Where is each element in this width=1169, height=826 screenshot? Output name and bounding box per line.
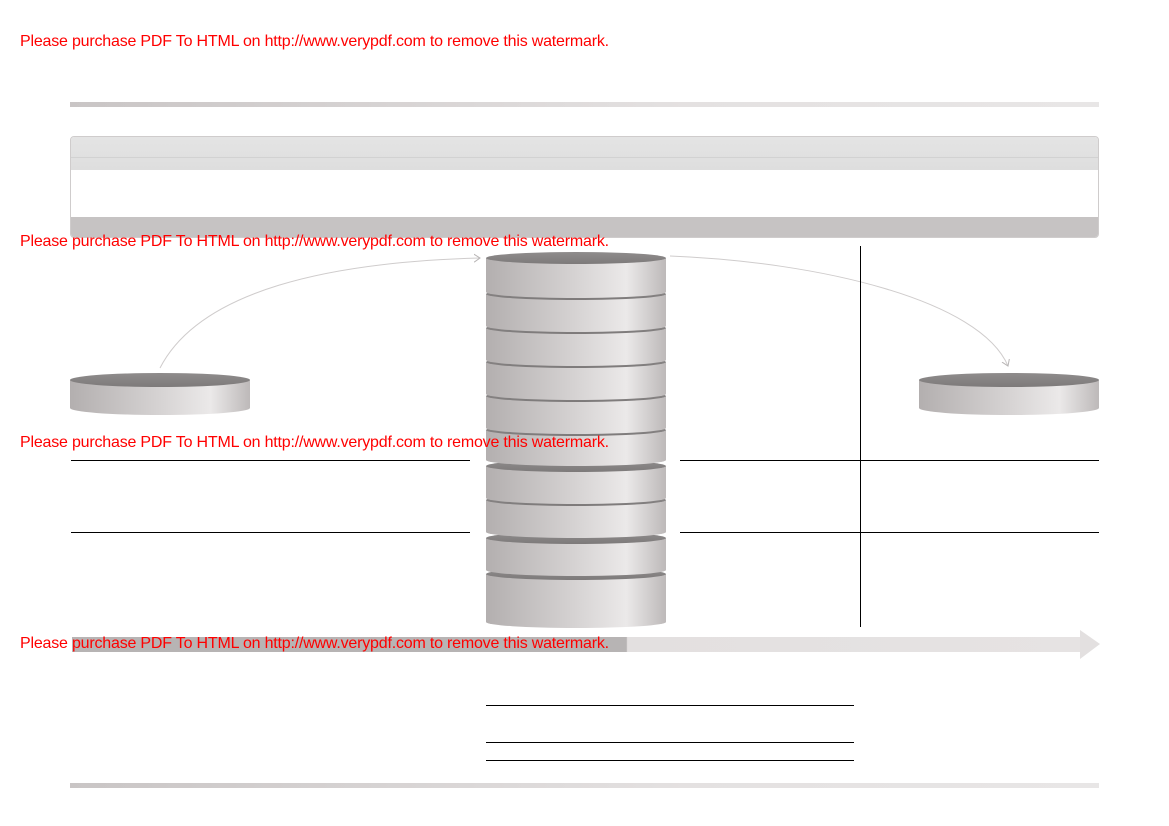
stack-layer-side: [486, 430, 666, 466]
stack-layer-side: [486, 328, 666, 366]
stack-layer-side: [486, 466, 666, 504]
top-rule: [70, 102, 1099, 107]
watermark-text: Please purchase PDF To HTML on http://ww…: [20, 33, 609, 50]
stack-layer-side: [486, 574, 666, 628]
stack-layer: [486, 460, 666, 504]
header-band-top: [71, 137, 1098, 170]
header-band-bottom: [71, 217, 1098, 237]
stack-layer-side: [486, 362, 666, 400]
watermark-text: Please purchase PDF To HTML on http://ww…: [20, 635, 609, 652]
timeline-arrow-icon: [72, 630, 1100, 659]
right-disk-icon: [919, 373, 1099, 415]
stack-layer-side: [486, 500, 666, 538]
watermark-text: Please purchase PDF To HTML on http://ww…: [20, 233, 609, 250]
grid-lines: [71, 246, 1099, 761]
stack-layer-side: [486, 294, 666, 332]
stack-layer: [486, 532, 666, 576]
watermark-text: Please purchase PDF To HTML on http://ww…: [20, 434, 609, 451]
left-disk-icon: [70, 373, 250, 415]
bottom-rule: [70, 783, 1099, 788]
header-panel: [70, 136, 1099, 238]
stack-layer-side: [486, 538, 666, 576]
stack-layer-side: [486, 396, 666, 434]
header-band-divider: [71, 157, 1098, 158]
right-curve-arrow: [669, 255, 1008, 366]
stack-layer: [486, 252, 666, 298]
database-stack-icon: [486, 252, 666, 628]
stack-layer-side: [486, 258, 666, 298]
left-curve-arrow: [159, 258, 480, 369]
stack-layer: [486, 568, 666, 628]
stack-layer-top: [486, 252, 666, 264]
